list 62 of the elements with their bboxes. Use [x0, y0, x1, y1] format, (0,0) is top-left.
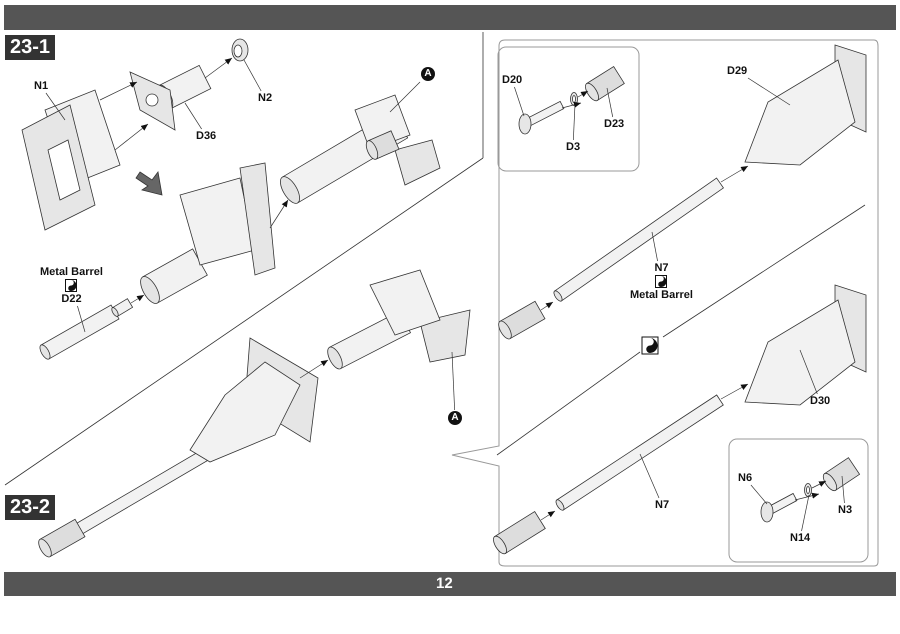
part-number: N1 — [34, 80, 48, 92]
leader-line — [800, 350, 818, 394]
part-number: D29 — [727, 65, 748, 77]
leader-line — [46, 92, 66, 120]
leader-line — [606, 88, 614, 118]
assembly-arrow — [720, 166, 748, 182]
step-panel — [450, 38, 880, 568]
leader-line — [244, 60, 262, 92]
step-number: 23-1 — [5, 35, 56, 60]
assembly-arrow — [794, 492, 820, 500]
ring-drawing — [803, 482, 812, 497]
part-number: D22 — [60, 293, 83, 305]
part-number: D20 — [502, 74, 522, 86]
assembly-arrow — [114, 124, 148, 150]
callout-marker: A — [421, 67, 435, 81]
material-note: Metal Barrel — [630, 289, 693, 301]
part-number: D36 — [196, 130, 216, 142]
assembly-arrow — [300, 360, 328, 378]
inset-panel — [728, 438, 869, 563]
assembly-arrow — [204, 58, 232, 78]
barrel-drawing — [551, 177, 725, 304]
leader-line — [514, 86, 524, 116]
part-number: N7 — [653, 262, 670, 274]
part-number: N3 — [838, 504, 852, 516]
leader-line — [184, 102, 202, 130]
assembly-arrow — [130, 294, 144, 304]
leader-line — [640, 454, 660, 498]
assembly-arrow — [720, 384, 748, 400]
leader-line — [77, 306, 86, 332]
leader-line — [748, 78, 790, 106]
inset-panel — [497, 46, 640, 172]
leader-line — [390, 82, 420, 112]
rod-disc-drawing — [518, 100, 565, 135]
assembly-arrow — [540, 302, 554, 310]
leader-line — [652, 232, 658, 262]
housing-drawing — [21, 89, 121, 231]
part-number: N6 — [738, 472, 752, 484]
assembly-arrow — [578, 90, 588, 98]
part-number: N2 — [258, 92, 272, 104]
leader-line — [842, 476, 845, 504]
step-number: 23-2 — [5, 495, 56, 520]
breech-plate-drawing — [129, 64, 212, 131]
mantlet-drawing — [744, 284, 867, 406]
rod-disc-drawing — [760, 492, 798, 523]
part-number: N14 — [790, 532, 810, 544]
ring-drawing — [231, 38, 249, 62]
part-number: N7 — [655, 499, 670, 511]
leader-line — [750, 484, 768, 504]
material-note: Metal Barrel — [40, 266, 103, 278]
callout-marker: A — [448, 411, 462, 425]
assembly-arrow — [540, 510, 556, 520]
assembly-arrow — [100, 82, 138, 100]
part-number: D30 — [810, 395, 830, 407]
page-number: 12 — [436, 575, 453, 593]
leader-line — [452, 352, 455, 410]
part-number: D23 — [604, 118, 624, 130]
assembly-arrow — [562, 102, 582, 108]
leader-line — [801, 494, 810, 532]
assembly-arrow — [270, 200, 288, 228]
part-number: D3 — [566, 141, 580, 153]
barrel-drawing — [553, 393, 724, 512]
assembly-arrow — [812, 480, 826, 488]
